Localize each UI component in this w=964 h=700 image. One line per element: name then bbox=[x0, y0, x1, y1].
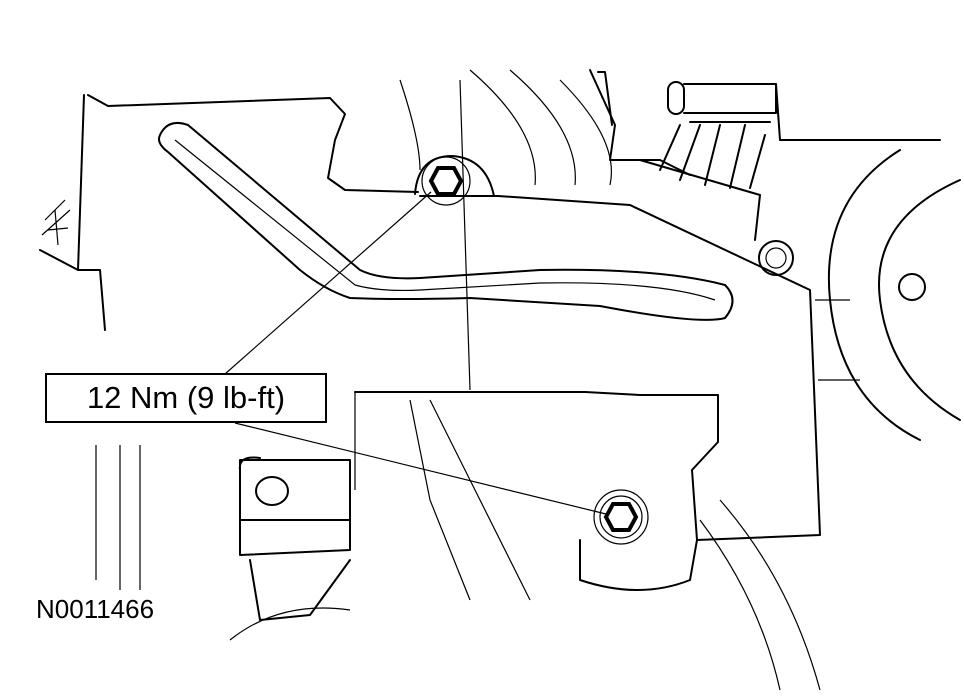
upper-housing bbox=[399, 69, 691, 391]
left-housing bbox=[39, 94, 419, 590]
dowel-pin bbox=[667, 81, 941, 141]
lower-housing bbox=[229, 392, 821, 691]
torque-callout: 12 Nm (9 lb-ft) bbox=[45, 373, 327, 423]
upper-bolt bbox=[421, 156, 471, 206]
ribs bbox=[639, 121, 771, 241]
pulley bbox=[815, 149, 961, 441]
lower-bolt bbox=[593, 489, 649, 545]
leader-lines bbox=[224, 191, 607, 515]
figure-id: N0011466 bbox=[36, 594, 155, 624]
main-bracket bbox=[158, 122, 821, 541]
